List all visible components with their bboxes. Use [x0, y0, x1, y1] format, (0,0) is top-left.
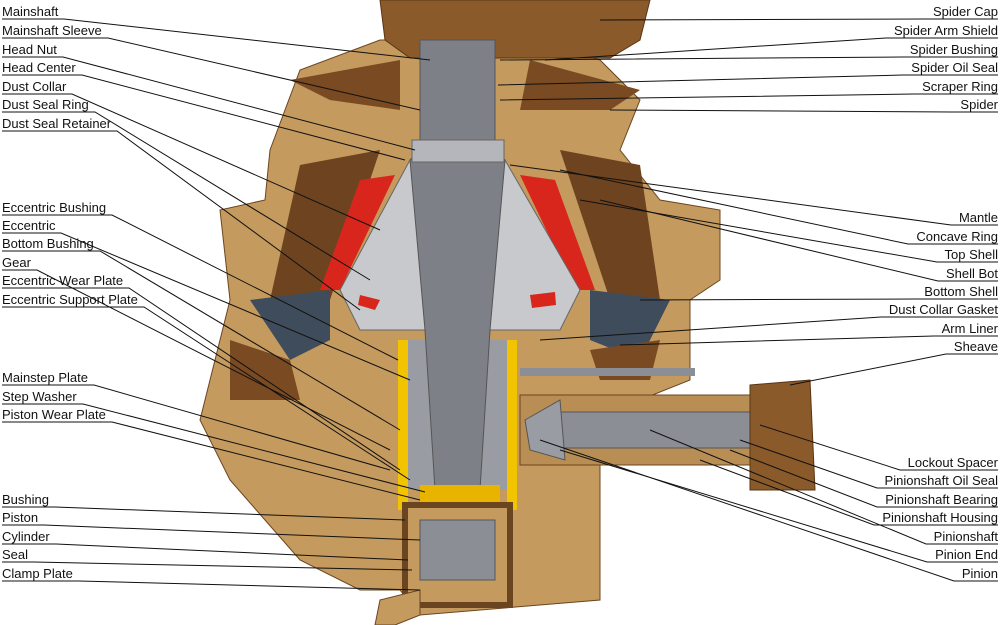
leader-line: [539, 439, 998, 582]
cylinder: [402, 502, 513, 608]
countershaft-rod: [520, 368, 695, 376]
leader-line: [2, 287, 401, 471]
sheave: [749, 379, 816, 491]
leader-line: [2, 56, 416, 151]
label-mainstep-plate: Mainstep Plate: [2, 370, 88, 385]
label-gear: Gear: [2, 255, 31, 270]
discharge-chute: [374, 589, 421, 625]
label-concave-ring: Concave Ring: [916, 229, 998, 244]
label-mainshaft: Mainshaft: [2, 4, 59, 19]
leader-line: [2, 232, 411, 381]
dark-lower: [230, 340, 660, 400]
label-spider-arm-shield: Spider Arm Shield: [893, 23, 998, 38]
leader-line: [499, 56, 998, 61]
label-bushing: Bushing: [2, 492, 49, 507]
leader-line: [2, 580, 421, 591]
label-pinionshaft-oil-seal: Pinionshaft Oil Seal: [884, 473, 998, 488]
leader-line: [599, 199, 998, 282]
label-sheave: Sheave: [953, 339, 998, 354]
leader-line: [639, 298, 998, 301]
label-bottom-bushing: Bottom Bushing: [2, 236, 94, 251]
bushing-yellow-left: [398, 340, 408, 510]
leader-line: [2, 111, 371, 281]
leader-line: [2, 524, 421, 541]
label-cylinder: Cylinder: [2, 529, 50, 544]
label-pinionshaft-bearing: Pinionshaft Bearing: [885, 492, 998, 507]
label-mantle: Mantle: [958, 210, 998, 225]
leader-line: [2, 37, 421, 111]
label-spider-bushing: Spider Bushing: [909, 42, 998, 57]
label-scraper-ring: Scraper Ring: [922, 79, 998, 94]
label-head-center: Head Center: [2, 60, 76, 75]
label-mainshaft-sleeve: Mainshaft Sleeve: [2, 23, 102, 38]
leader-line: [2, 74, 406, 161]
leader-lines: [2, 18, 998, 591]
label-eccentric-wear-plate: Eccentric Wear Plate: [2, 273, 124, 288]
bushing-yellow-right: [507, 340, 517, 510]
label-dust-collar: Dust Collar: [2, 79, 67, 94]
label-dust-seal-retainer: Dust Seal Retainer: [2, 116, 112, 131]
leader-line: [2, 561, 413, 571]
leader-line: [2, 403, 426, 493]
label-spider-cap: Spider Cap: [932, 4, 998, 19]
leader-line: [729, 449, 998, 508]
label-pinion-end: Pinion End: [935, 547, 998, 562]
label-eccentric-support-plate: Eccentric Support Plate: [2, 292, 138, 307]
leader-line: [559, 449, 998, 563]
label-arm-liner: Arm Liner: [941, 321, 998, 336]
label-piston: Piston: [2, 510, 39, 525]
leader-line: [2, 93, 381, 231]
leader-line: [739, 439, 998, 489]
label-seal: Seal: [2, 547, 29, 562]
label-piston-wear-plate: Piston Wear Plate: [2, 407, 106, 422]
leader-line: [559, 169, 998, 245]
leader-line: [539, 316, 998, 341]
leader-line: [2, 214, 399, 361]
spider-arm: [290, 60, 640, 110]
leader-line: [2, 384, 391, 471]
leader-line: [497, 74, 998, 86]
leader-line: [2, 421, 421, 501]
label-clamp-plate: Clamp Plate: [2, 566, 73, 581]
leader-line: [2, 130, 361, 311]
step-washer: [420, 485, 500, 503]
leader-line: [509, 164, 998, 226]
leader-line: [2, 506, 406, 521]
label-shell-bot: Shell Bot: [945, 266, 998, 281]
label-eccentric: Eccentric: [2, 218, 56, 233]
label-dust-seal-ring: Dust Seal Ring: [2, 97, 89, 112]
label-dust-collar-gasket: Dust Collar Gasket: [888, 302, 998, 317]
label-bottom-shell: Bottom Shell: [924, 284, 998, 299]
leader-line: [609, 109, 998, 113]
leader-line: [759, 424, 998, 471]
pinionshaft: [559, 411, 761, 449]
leader-line: [619, 335, 998, 346]
leader-line: [649, 429, 998, 545]
label-spider: Spider: [960, 97, 998, 112]
label-head-nut: Head Nut: [2, 42, 57, 57]
leader-line: [2, 306, 411, 481]
leader-line: [2, 250, 401, 431]
leader-line: [544, 37, 998, 61]
leader-line: [789, 353, 998, 386]
label-spider-oil-seal: Spider Oil Seal: [911, 60, 998, 75]
label-pinion: Pinion: [961, 566, 998, 581]
piston: [419, 519, 496, 581]
leader-line: [499, 93, 998, 101]
label-lockout-spacer: Lockout Spacer: [907, 455, 998, 470]
leader-line: [699, 459, 998, 526]
leader-line: [2, 543, 409, 561]
label-eccentric-bushing: Eccentric Bushing: [2, 200, 107, 215]
label-top-shell: Top Shell: [944, 247, 998, 262]
label-pinionshaft-housing: Pinionshaft Housing: [882, 510, 998, 525]
head-nut: [411, 139, 505, 163]
label-pinionshaft: Pinionshaft: [933, 529, 998, 544]
leader-line: [2, 18, 431, 61]
leader-line: [599, 18, 998, 21]
leader-line: [579, 199, 998, 263]
label-step-washer: Step Washer: [2, 389, 77, 404]
